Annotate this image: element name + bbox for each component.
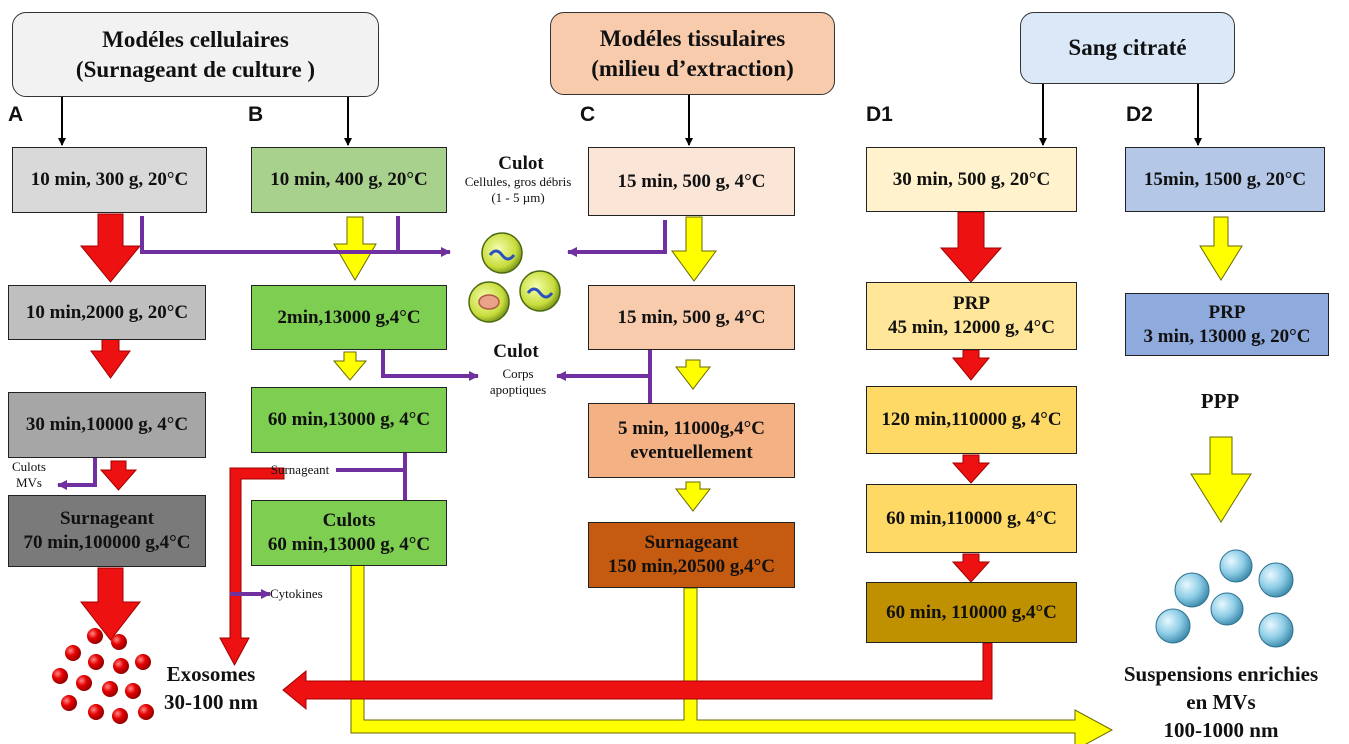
step-b1: 10 min, 400 g, 20°C <box>251 147 447 213</box>
yellow-arrow-b2 <box>332 351 368 381</box>
column-label-c: C <box>580 103 596 126</box>
exosome-spheres <box>52 628 154 724</box>
yellow-arrow-c3 <box>674 481 712 512</box>
step-c1: 15 min, 500 g, 4°C <box>588 147 795 216</box>
step-a1: 10 min, 300 g, 20°C <box>12 147 207 213</box>
step-c2: 15 min, 500 g, 4°C <box>588 285 795 350</box>
yellow-flow-arrow <box>350 564 1114 744</box>
exosomes-label: Exosomes 30-100 nm <box>164 662 258 714</box>
red-arrow-surnageant <box>219 467 285 667</box>
surnageant-label: Surnageant <box>270 462 330 477</box>
yellow-arrow-d2a <box>1199 216 1243 281</box>
header-tissue-models: Modéles tissulaires (milieu d’extraction… <box>550 12 835 95</box>
red-arrow-d1b <box>951 349 991 381</box>
yellow-arrow-c2 <box>674 359 712 390</box>
step-d1d: 60 min,110000 g, 4°C <box>866 484 1077 553</box>
red-arrow-a4 <box>79 567 142 641</box>
purple-a1-to-culot <box>140 216 451 257</box>
red-arrow-d1a <box>939 211 1003 283</box>
step-d1e: 60 min, 110000 g,4°C <box>866 582 1077 643</box>
culot-label-1: Culot <box>498 153 544 174</box>
yellow-block-arrows <box>332 216 1252 523</box>
culot-desc-1: Cellules, gros débris (1 - 5 µm) <box>464 174 572 205</box>
step-c3: 5 min, 11000g,4°C eventuellement <box>588 403 795 478</box>
red-arrow-a1 <box>79 213 142 283</box>
step-d1c: 120 min,110000 g, 4°C <box>866 386 1077 454</box>
culot-label-2: Culot <box>493 341 539 362</box>
step-d2b: PRP 3 min, 13000 g, 20°C <box>1125 293 1329 356</box>
header-citrated-blood: Sang citraté <box>1020 12 1235 84</box>
step-a4: Surnageant 70 min,100000 g,4°C <box>8 495 206 567</box>
ppp-label: PPP <box>1200 389 1240 413</box>
step-d2a: 15min, 1500 g, 20°C <box>1125 147 1325 212</box>
red-block-arrows <box>79 211 1003 641</box>
purple-a3-to-mvs <box>57 458 97 490</box>
red-flow-to-exosomes <box>219 467 993 711</box>
column-label-d2: D2 <box>1126 103 1153 126</box>
cells-illustration <box>468 232 561 323</box>
red-arrow-d1c <box>951 454 991 484</box>
red-arrow-d1d <box>951 553 991 583</box>
culots-mvs-label: Culots MVs <box>12 459 46 490</box>
red-arrow-a3 <box>99 460 138 491</box>
yellow-arrow-b1 <box>333 216 377 281</box>
purple-c2-to-culot <box>556 348 652 381</box>
red-arrow-d1-to-exosomes <box>282 642 993 711</box>
step-d1a: 30 min, 500 g, 20°C <box>866 147 1077 212</box>
step-b4: Culots 60 min,13000 g, 4°C <box>251 500 447 566</box>
step-b3: 60 min,13000 g, 4°C <box>251 387 447 453</box>
yellow-arrow-d2b <box>1190 436 1252 523</box>
mv-spheres <box>1155 549 1294 648</box>
header-arrows <box>58 84 1202 146</box>
yellow-arrow-c1 <box>671 216 717 282</box>
purple-c1-to-culot <box>567 220 667 257</box>
column-label-b: B <box>248 103 264 126</box>
red-arrow-a2 <box>90 338 131 379</box>
step-b2: 2min,13000 g,4°C <box>251 285 447 350</box>
step-a2: 10 min,2000 g, 20°C <box>8 285 206 340</box>
purple-b2-to-culot <box>381 350 479 381</box>
column-label-a: A <box>8 103 24 126</box>
culot-desc-2: Corps apoptiques <box>489 366 547 397</box>
column-label-d1: D1 <box>866 103 893 126</box>
header-cell-models: Modéles cellulaires (Surnageant de cultu… <box>12 12 379 97</box>
step-c4: Surnageant 150 min,20500 g,4°C <box>588 522 795 588</box>
yellow-flow-to-mvs <box>350 564 1114 744</box>
suspensions-mvs-label: Suspensions enrichies en MVs 100-1000 nm <box>1123 662 1319 742</box>
step-a3: 30 min,10000 g, 4°C <box>8 392 206 458</box>
cytokines-label: Cytokines <box>270 586 323 601</box>
step-d1b: PRP 45 min, 12000 g, 4°C <box>866 282 1077 350</box>
purple-lines <box>57 216 667 599</box>
